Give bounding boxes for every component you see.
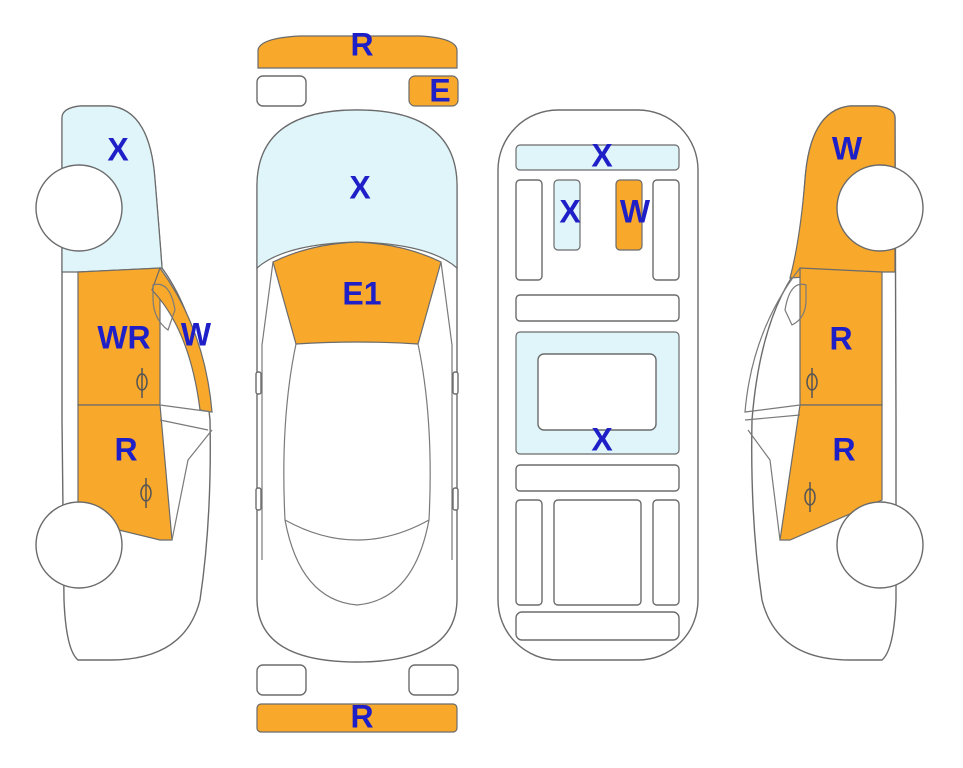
top-small-right-label: E: [429, 72, 450, 108]
left-rear-handle: [140, 478, 152, 508]
headlight-left-box[interactable]: [256, 75, 307, 107]
right-rear-handle: [804, 482, 816, 512]
left-rear-wheel[interactable]: [35, 501, 123, 589]
right-front-door-label: R: [829, 320, 852, 356]
taillight-left-box[interactable]: [256, 664, 307, 696]
rear-center[interactable]: [553, 499, 642, 606]
interior-seat-right-label: W: [620, 193, 651, 229]
rear-bumper-panel[interactable]: [256, 703, 458, 733]
right-rear-door[interactable]: [779, 404, 883, 541]
taillight-right-box[interactable]: [408, 664, 459, 696]
left-door-line: [159, 404, 213, 431]
left-front-handle: [136, 368, 148, 398]
left-rear-door[interactable]: [77, 404, 173, 541]
cabin-outline: [283, 343, 431, 606]
hood-panel[interactable]: [256, 109, 458, 270]
interior-center-label: X: [591, 421, 613, 457]
roof-panel[interactable]: [272, 241, 442, 345]
left-lower-line: [171, 429, 213, 541]
right-rear-wheel[interactable]: [836, 501, 924, 589]
side-line-left: [261, 261, 274, 560]
side-line-right: [440, 261, 453, 560]
handle-left: [255, 487, 262, 511]
mirror-right: [452, 371, 459, 395]
rear-bumper-label: R: [350, 698, 373, 734]
right-front-handle: [806, 368, 818, 398]
interior-view: X X W X: [497, 109, 699, 661]
roof-label: E1: [342, 275, 381, 311]
top-bumper-label: R: [350, 26, 373, 62]
left-window-label: W: [181, 316, 212, 352]
left-side-view: X WR W R: [35, 105, 213, 661]
right-rear-door-label: R: [832, 431, 855, 467]
cargo-inner: [537, 353, 657, 431]
dashboard-panel[interactable]: [515, 144, 680, 171]
interior-seat-left-label: X: [559, 193, 581, 229]
right-front-wheel[interactable]: [836, 164, 924, 252]
right-front-side[interactable]: [652, 179, 680, 281]
top-view: R E X E1 R: [255, 26, 459, 734]
left-front-side[interactable]: [515, 179, 543, 281]
right-front-seat[interactable]: [615, 179, 643, 251]
left-front-seat[interactable]: [553, 179, 581, 251]
middle-bar[interactable]: [515, 294, 680, 322]
headlight-right-box[interactable]: [408, 75, 459, 107]
left-fender-label: X: [107, 131, 129, 167]
front-bumper-panel[interactable]: [257, 35, 458, 69]
mirror-left: [255, 371, 262, 395]
right-lower-line: [747, 429, 781, 541]
left-front-wheel[interactable]: [35, 164, 123, 252]
hood-label: X: [349, 169, 371, 205]
left-front-door-label: WR: [97, 319, 150, 355]
rear-window-line: [284, 519, 430, 541]
right-fender-label: W: [832, 130, 863, 166]
interior-front-label: X: [591, 137, 613, 173]
right-window-line: [744, 267, 801, 413]
trunk-bar[interactable]: [515, 611, 680, 641]
right-door-line: [744, 414, 801, 421]
rear-right-side[interactable]: [652, 499, 680, 606]
left-mirror: [152, 283, 176, 331]
handle-right: [452, 487, 459, 511]
rear-bar[interactable]: [515, 464, 680, 492]
right-mirror: [784, 283, 807, 326]
left-rear-door-label: R: [114, 431, 137, 467]
rear-left-side[interactable]: [515, 499, 543, 606]
right-side-view: W R R: [744, 105, 924, 661]
